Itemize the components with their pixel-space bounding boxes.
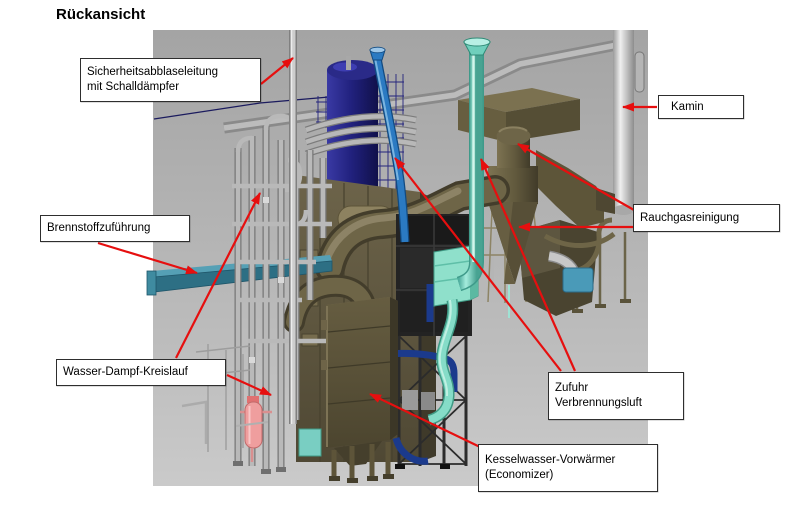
callout-arrows <box>97 57 657 448</box>
arrow-zufuhr-1 <box>394 157 562 372</box>
page-title: Rückansicht <box>56 6 146 23</box>
small-cyan-unit <box>298 428 322 457</box>
arrow-zufuhr-2 <box>479 158 577 372</box>
pink-vessel <box>235 396 272 462</box>
arrow-wasser-2 <box>226 373 272 397</box>
label-zufuhr-verbrennungsluft: Zufuhr Verbrennungsluft <box>548 372 684 420</box>
arrow-wasser-1 <box>175 192 261 359</box>
arrow-brennstoff <box>97 241 198 275</box>
label-kesselwasser-vorwaermer: Kesselwasser-Vorwärmer (Economizer) <box>478 444 658 492</box>
label-brennstoffzufuehrung: Brennstoffzuführung <box>40 215 190 242</box>
economizer-box <box>321 297 398 483</box>
boiler-top-piping <box>304 112 417 158</box>
arrow-rauchgas-1 <box>517 143 635 211</box>
filter-frame-tower <box>395 214 472 469</box>
flue-gas-fan <box>562 267 594 293</box>
label-wasser-dampf-kreislauf: Wasser-Dampf-Kreislauf <box>56 359 226 386</box>
safety-blowoff-pipe <box>289 30 297 424</box>
label-kamin: Kamin <box>658 95 744 119</box>
arrow-safety-blowoff <box>260 57 294 85</box>
arrow-economizer <box>369 393 481 448</box>
label-sicherheitsabblaseleitung: Sicherheitsabblaseleitung mit Schalldämp… <box>80 58 261 102</box>
label-rauchgasreinigung: Rauchgasreinigung <box>633 204 780 232</box>
mint-s-pipe <box>427 299 459 426</box>
